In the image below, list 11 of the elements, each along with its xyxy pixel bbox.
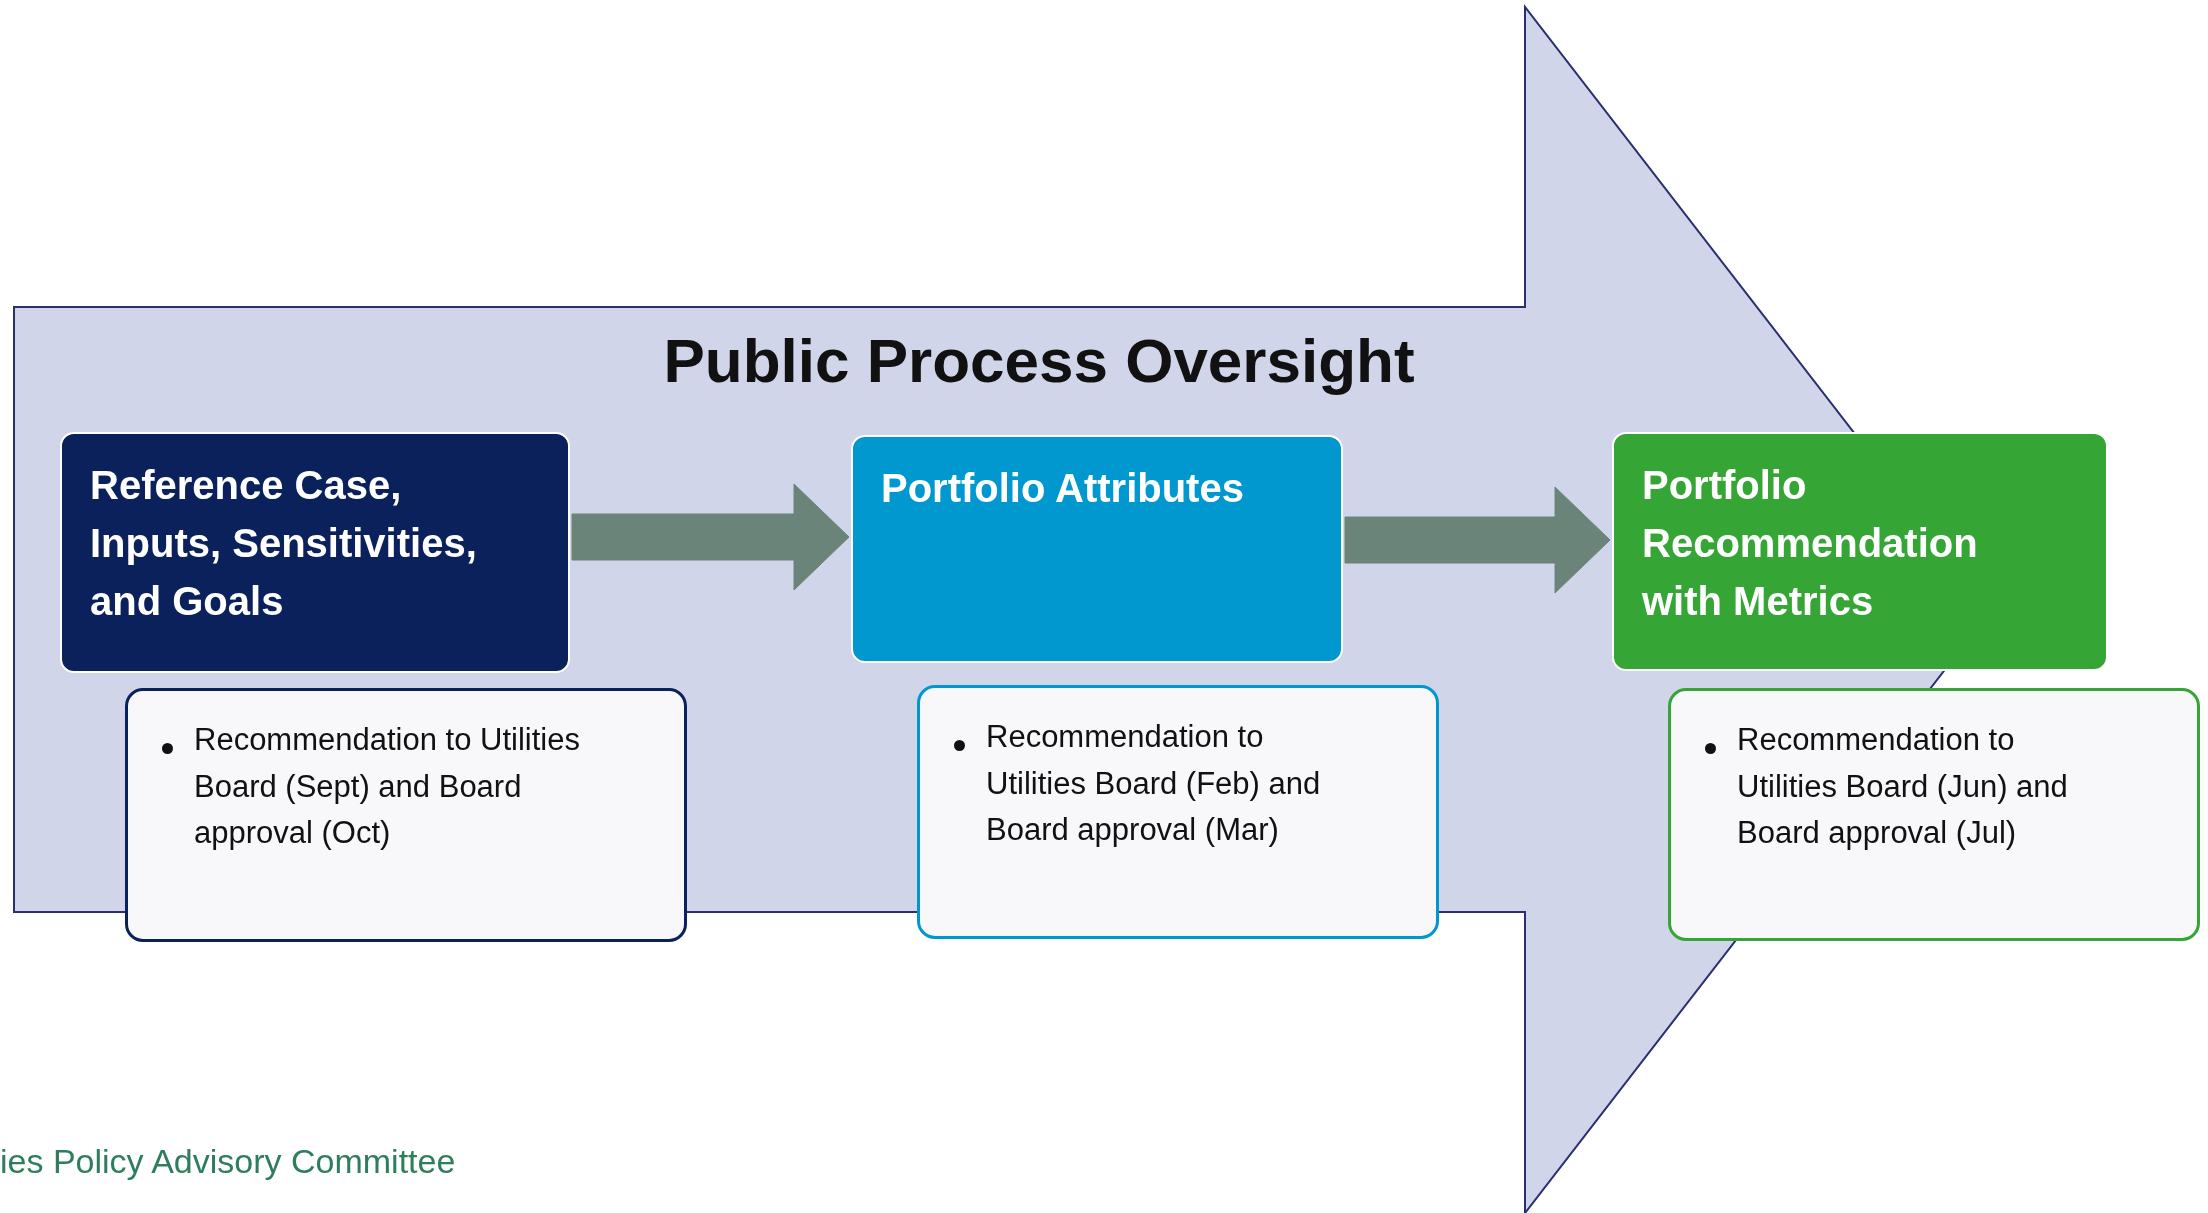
flow-arrow bbox=[1344, 486, 1611, 594]
diagram-heading: Public Process Oversight bbox=[662, 325, 1416, 396]
stage-box: Reference Case, Inputs, Sensitivities, and Goals bbox=[60, 432, 570, 673]
milestone-text: Recommendation to Utilities Board (Sept) and Board approval (Oct) bbox=[194, 722, 580, 850]
milestone-note bbox=[1668, 688, 2200, 941]
flow-arrow bbox=[571, 483, 850, 591]
milestone-text: Recommendation to Utilities Board (Jun) and Board approval (Jul) bbox=[1737, 722, 2068, 850]
footer-text: ies Policy Advisory Committee bbox=[0, 1142, 456, 1181]
stage-box: Portfolio Attributes bbox=[851, 435, 1343, 663]
milestone-text: Recommendation to Utilities Board (Feb) and Board approval (Mar) bbox=[986, 719, 1321, 847]
stage-box: Portfolio Recommendation with Metrics bbox=[1612, 432, 2108, 671]
